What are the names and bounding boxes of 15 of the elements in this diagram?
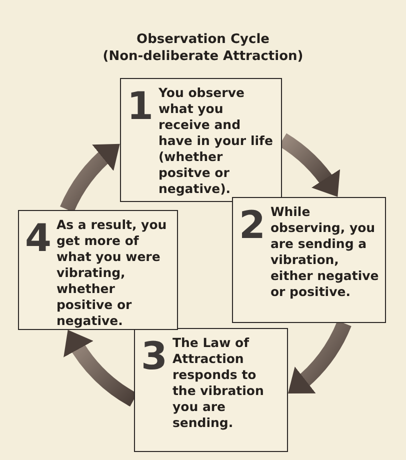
step-number: 3 [141, 337, 168, 375]
step-number: 2 [239, 206, 266, 244]
step-box [232, 197, 386, 323]
step-box [134, 328, 288, 452]
step-box [120, 78, 282, 202]
curved-arrow [60, 143, 120, 213]
step-text: You observe what you receive and have in your life (whether positve or negative). [158, 85, 274, 197]
step-text: As a result, you get more of what you were vibrating, whether positive or negative. [56, 217, 168, 329]
step-box [18, 210, 178, 330]
step-text: While observing, you are sending a vibration, either negative or positive. [270, 204, 379, 300]
step-number: 4 [25, 219, 52, 257]
step-number: 1 [127, 87, 154, 125]
step-text: The Law of Attraction responds to the vibration you are sending. [172, 335, 265, 431]
diagram-title: Observation Cycle [136, 32, 270, 48]
diagram-subtitle: (Non-deliberate Attraction) [102, 49, 304, 65]
